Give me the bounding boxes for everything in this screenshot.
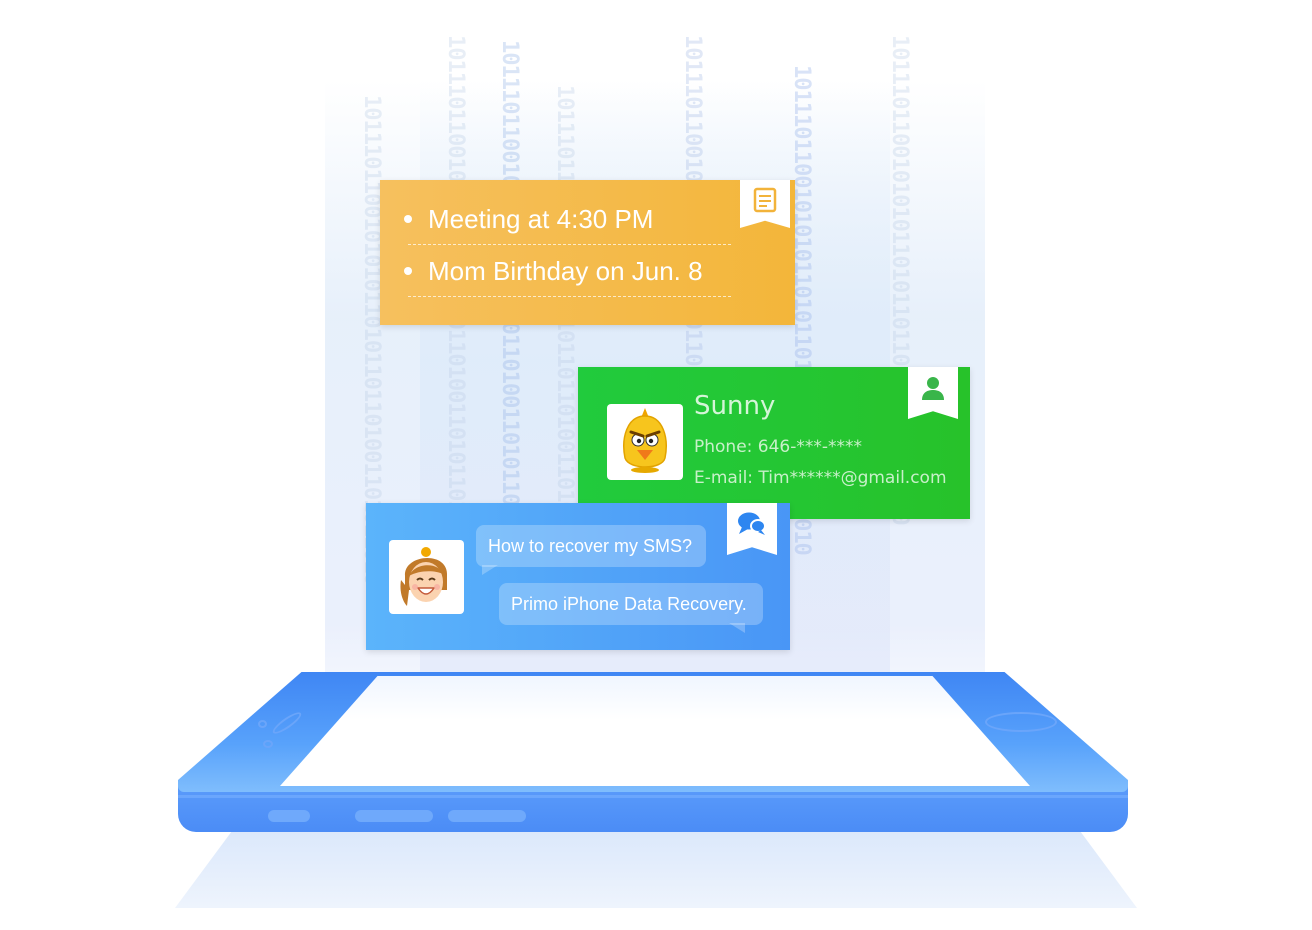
sms-ribbon	[727, 503, 777, 555]
phone-side-slot-1	[268, 810, 310, 822]
notes-card: Meeting at 4:30 PM Mom Birthday on Jun. …	[380, 180, 795, 325]
phone-edge-highlight	[178, 795, 1128, 798]
phone-camera-icon	[258, 720, 267, 728]
contact-name: Sunny	[694, 391, 776, 421]
note-icon	[753, 187, 777, 213]
contact-phone: Phone: 646-***-****	[694, 437, 863, 457]
phone-screen	[280, 676, 1030, 786]
bubble-tail	[729, 623, 745, 633]
sms-incoming-bubble: How to recover my SMS?	[476, 525, 706, 575]
contact-email: E-mail: Tim******@gmail.com	[694, 468, 947, 488]
sms-incoming-text: How to recover my SMS?	[488, 535, 693, 556]
phone-home-button-icon	[985, 712, 1057, 732]
chat-bubbles-icon	[738, 512, 766, 535]
bubble-tail	[482, 565, 498, 575]
sms-reply-text: Primo iPhone Data Recovery.	[511, 593, 747, 614]
notes-item: Meeting at 4:30 PM	[404, 194, 731, 245]
bullet-icon	[404, 215, 412, 223]
notes-ribbon	[740, 180, 790, 228]
contact-person-icon	[922, 377, 944, 400]
notes-item-text: Mom Birthday on Jun. 8	[428, 255, 703, 286]
girl-avatar	[389, 540, 464, 614]
notes-item-text: Meeting at 4:30 PM	[428, 203, 654, 234]
contact-card: Sunny Phone: 646-***-**** E-mail: Tim***…	[578, 367, 970, 519]
contact-ribbon	[908, 367, 958, 419]
notes-item: Mom Birthday on Jun. 8	[404, 246, 731, 297]
phone-side-slot-3	[448, 810, 526, 822]
phone-reflection	[175, 830, 1137, 908]
phone-sensor-icon	[263, 740, 273, 748]
bullet-icon	[404, 267, 412, 275]
yellow-bird-avatar	[607, 404, 683, 480]
sms-reply-bubble: Primo iPhone Data Recovery.	[499, 583, 763, 633]
phone-side-slot-2	[355, 810, 433, 822]
sms-card: How to recover my SMS? Primo iPhone Data…	[366, 503, 790, 650]
binary-column-1: 1011101100101010110101101101001101011010	[360, 95, 382, 585]
